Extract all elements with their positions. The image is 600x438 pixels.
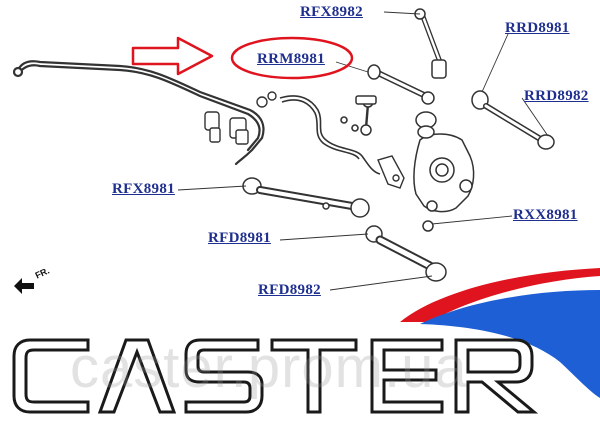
label-rrd8981[interactable]: RRD8981 [505, 20, 570, 36]
label-rrm8981[interactable]: RRM8981 [257, 51, 325, 67]
label-rfd8981[interactable]: RFD8981 [208, 230, 271, 246]
abs-sensor-cable [279, 95, 381, 175]
arm-rfx8981 [242, 177, 370, 218]
stabilizer-bushings [204, 91, 277, 145]
arm-rrm8981 [367, 64, 435, 105]
label-rxx8981[interactable]: RXX8981 [513, 207, 578, 223]
label-rrd8982[interactable]: RRD8982 [524, 88, 589, 104]
highlight-marker [131, 36, 354, 80]
knuckle [413, 111, 475, 232]
bracket [377, 155, 405, 189]
arm-rrd8981 [471, 90, 555, 150]
arm-rfx8982 [414, 8, 447, 79]
arm-rfd8981 [365, 225, 447, 282]
label-rfd8982[interactable]: RFD8982 [258, 282, 321, 298]
brand-swoosh [400, 268, 600, 398]
leader-lines [177, 11, 549, 291]
label-rfx8981[interactable]: RFX8981 [112, 181, 175, 197]
stabilizer-link [355, 95, 377, 136]
stabilizer-bar [12, 60, 265, 166]
caster-logo [12, 338, 539, 414]
watermark-text: caster.prom.ua [70, 335, 468, 400]
label-rfx8982[interactable]: RFX8982 [300, 4, 363, 20]
front-arrow-icon [14, 278, 34, 294]
